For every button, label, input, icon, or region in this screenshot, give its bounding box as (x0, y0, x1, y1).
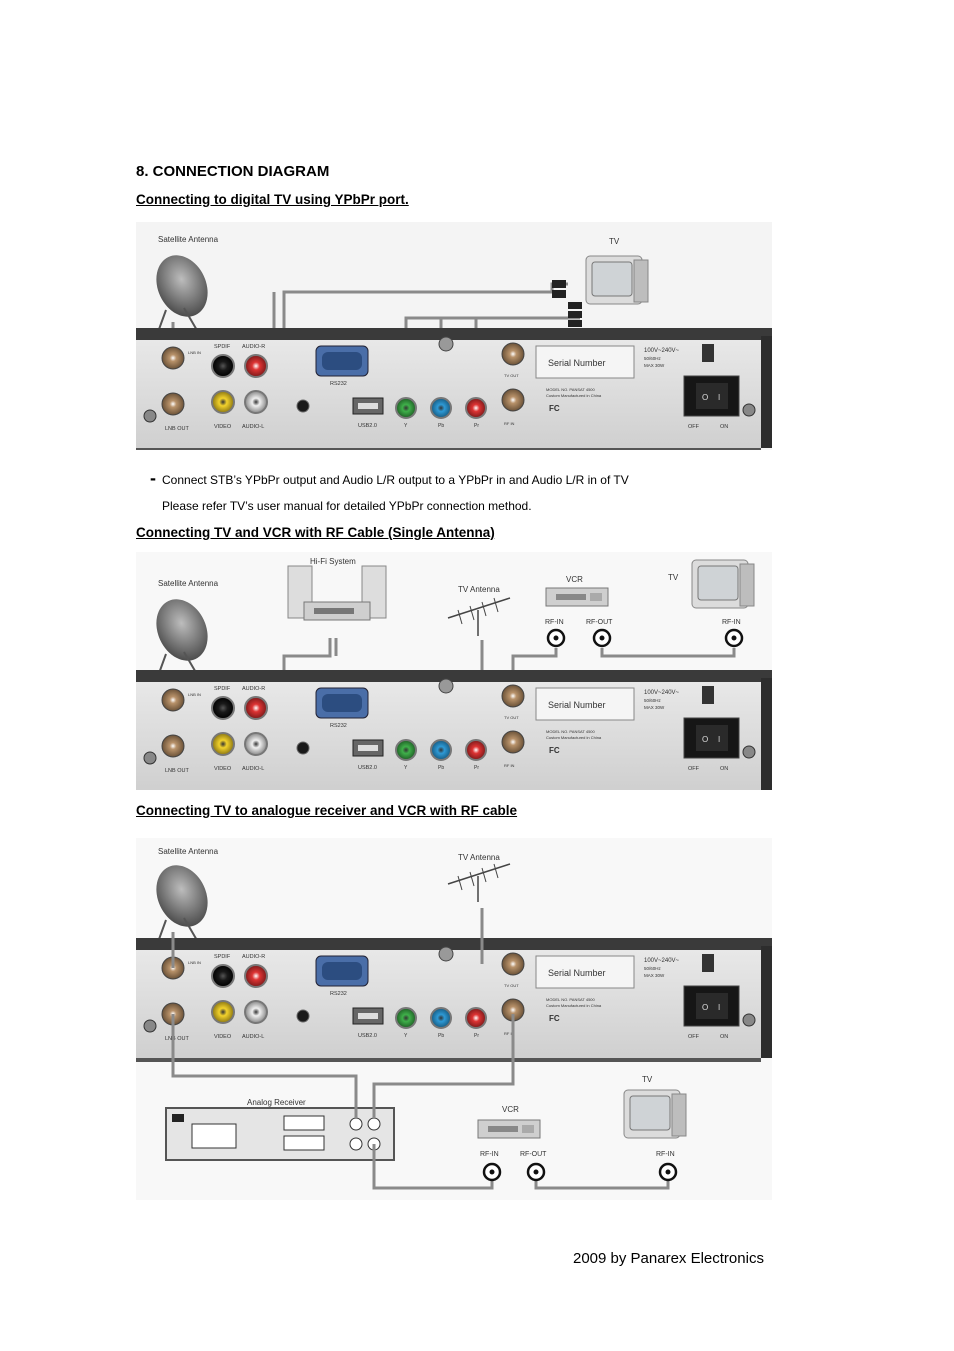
label-vcr-rf-in: RF-IN (545, 619, 564, 626)
tv-icon (623, 1089, 687, 1139)
figure-rf-single-diagram: Satellite Antenna Hi-Fi System TV Antenn… (136, 552, 772, 790)
label-vcr-rf-out: RF-OUT (586, 619, 613, 626)
rca-plug-icons (552, 280, 582, 327)
tv-icon (585, 255, 649, 305)
label-tv-antenna: TV Antenna (458, 585, 500, 594)
subheading-rf-single: Connecting TV and VCR with RF Cable (Sin… (136, 525, 495, 540)
label-satellite-antenna-2: Satellite Antenna (158, 579, 219, 588)
label-tv-3: TV (642, 1075, 653, 1084)
label-analog-receiver: Analog Receiver (247, 1098, 306, 1107)
tv-rf-in-jack-icon (724, 628, 744, 648)
label-satellite-antenna-3: Satellite Antenna (158, 847, 219, 856)
stb-back-panel (136, 669, 772, 790)
label-vcr: VCR (566, 575, 583, 584)
label-hifi-system: Hi-Fi System (310, 557, 356, 566)
rf-in-jack-icon (546, 628, 566, 648)
note-ypbpr-manual: Please refer TV’s user manual for detail… (162, 499, 532, 513)
label-vcr-rf-in-2: RF-IN (480, 1151, 499, 1158)
cable-lines (171, 908, 670, 1190)
figure-analogue-receiver-diagram: Satellite Antenna TV Antenna Analog Rece… (136, 838, 772, 1200)
label-vcr-2: VCR (502, 1105, 519, 1114)
label-tv-antenna-2: TV Antenna (458, 853, 500, 862)
note-ypbpr: Connect STB’s YPbPr output and Audio L/R… (162, 473, 629, 487)
rf-in-jack-icon (482, 1162, 502, 1182)
bullet-mark: - (150, 468, 156, 488)
subheading-ypbpr: Connecting to digital TV using YPbPr por… (136, 192, 409, 207)
label-tv-rf-in: RF-IN (722, 619, 741, 626)
label-vcr-rf-out-2: RF-OUT (520, 1151, 547, 1158)
label-tv-2: TV (668, 573, 679, 582)
tv-icon (691, 559, 755, 609)
vcr-icon (477, 1119, 541, 1139)
label-tv: TV (609, 237, 620, 246)
section-heading: 8. CONNECTION DIAGRAM (136, 163, 330, 180)
subheading-rf-analogue: Connecting TV to analogue receiver and V… (136, 803, 518, 818)
footer-copyright: 2009 by Panarex Electronics (573, 1250, 764, 1267)
vcr-icon (545, 587, 609, 607)
label-tv-rf-in-2: RF-IN (656, 1151, 675, 1158)
tv-rf-in-jack-icon (658, 1162, 678, 1182)
figure-ypbpr-diagram: Satellite Antenna TV (136, 222, 772, 450)
analog-receiver-icon (165, 1107, 395, 1161)
rf-out-jack-icon (526, 1162, 546, 1182)
stb-back-panel (136, 327, 772, 450)
rf-out-jack-icon (592, 628, 612, 648)
label-satellite-antenna: Satellite Antenna (158, 235, 219, 244)
hifi-system-icon (287, 565, 387, 621)
stb-back-panel (136, 937, 772, 1063)
